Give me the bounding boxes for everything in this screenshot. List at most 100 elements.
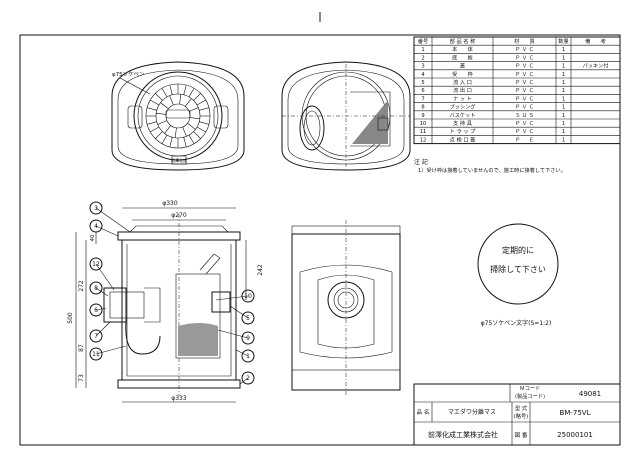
- table-cell: 8: [421, 105, 424, 111]
- dim-bottom: φ333: [171, 395, 187, 402]
- table-cell: Ｐ Ｖ Ｃ: [515, 80, 534, 86]
- callout-number: 1: [246, 353, 250, 360]
- dim-top-outer: φ330: [162, 200, 178, 207]
- model-value: BM-75VL: [560, 409, 591, 417]
- table-cell: 4: [421, 72, 425, 78]
- table-cell: Ｐ Ｖ Ｃ: [515, 88, 534, 94]
- model-label-2: (略号): [514, 412, 528, 420]
- top-view-cover: [133, 71, 223, 161]
- dim-total: 500: [67, 312, 74, 324]
- company-name: 前澤化成工業株式会社: [428, 430, 498, 439]
- trap-outline: [299, 105, 325, 151]
- callout-circle: [89, 347, 103, 361]
- table-header-cell: 部 品 名 称: [450, 37, 476, 45]
- title-block: Ｍコード (製品コード) 49081 品 名 マエダワ分離マス 型 式 (略号)…: [413, 383, 621, 446]
- table-cell: 1: [562, 80, 565, 86]
- callout-number: 8: [94, 285, 98, 292]
- table-cell: ナ ッ ト: [453, 95, 472, 102]
- callout-number: 2: [246, 375, 250, 382]
- table-cell: Ｐ Ｖ Ｃ: [515, 64, 534, 70]
- top-view-body: [111, 61, 245, 171]
- table-cell: Ｐ Ｅ: [515, 137, 534, 143]
- section-basket: [175, 273, 221, 359]
- table-cell: 点 検 口 蓋: [450, 135, 476, 143]
- mcode-label-1: Ｍコード: [520, 385, 541, 392]
- table-cell: 1: [562, 121, 565, 127]
- table-cell: 5: [421, 80, 424, 86]
- table-cell: 1: [562, 96, 565, 102]
- table-cell: 12: [420, 137, 427, 143]
- top-view-without-cover: [281, 61, 411, 171]
- callout-number: 3: [94, 205, 98, 212]
- table-cell: 1: [562, 55, 565, 61]
- callout-circle: [89, 219, 103, 233]
- callout-circle: [89, 329, 103, 343]
- table-cell: 6: [421, 88, 424, 94]
- callout-number: 10: [244, 293, 252, 300]
- inspection-line-2: 掃除して下さい: [490, 264, 546, 274]
- callout-circle: [241, 289, 255, 303]
- outlet-pipe: [211, 291, 231, 313]
- inspection-label: 定期的に 掃除して下さい φ75ソケベン文字(S=1:2): [477, 223, 559, 327]
- inspection-caption: φ75ソケベン文字(S=1:2): [481, 319, 552, 327]
- table-cell: Ｐ Ｖ Ｃ: [515, 96, 534, 102]
- dim-73: 73: [78, 374, 85, 382]
- table-cell: 1: [421, 47, 424, 53]
- table-header-cell: 備 考: [585, 37, 606, 45]
- model-label-1: 型 式: [515, 404, 528, 412]
- dim-top-inner: φ270: [171, 212, 187, 219]
- table-cell: ト ラ ッ プ: [450, 128, 477, 135]
- name-value: マエダワ分離マス: [448, 408, 496, 416]
- section-view: φ330 φ270 φ333 500 272 87 73 40 242 1234…: [67, 200, 264, 403]
- cap-label: φ75ソケベン: [112, 71, 145, 78]
- callout-circle: [89, 303, 103, 317]
- table-cell: Ｐ Ｖ Ｃ: [515, 72, 534, 78]
- cover-pattern: [146, 84, 210, 148]
- mcode-value: 49081: [579, 390, 601, 398]
- name-label: 品 名: [417, 408, 430, 416]
- table-cell: 流 出 口: [453, 86, 472, 94]
- table-cell: 2: [421, 55, 424, 61]
- open-body: [281, 61, 411, 171]
- table-cell: Ｐ Ｖ Ｃ: [515, 55, 534, 61]
- table-cell: 1: [562, 64, 565, 70]
- table-cell: 底 板: [452, 53, 474, 61]
- table-cell: Ｐ Ｖ Ｃ: [515, 105, 534, 111]
- table-cell: 9: [421, 113, 424, 119]
- callout-number: 11: [92, 351, 100, 358]
- table-cell: 7: [421, 96, 424, 102]
- table-cell: 11: [420, 129, 427, 135]
- table-cell: Ｓ Ｕ Ｓ: [515, 113, 534, 119]
- table-header-cell: 番号: [418, 38, 428, 45]
- table-cell: 10: [420, 121, 427, 127]
- front-view: [291, 220, 401, 396]
- table-cell: 1: [562, 88, 565, 94]
- callout-circle: [241, 311, 255, 325]
- callout-number: 5: [246, 315, 250, 322]
- front-outlet-ring: [327, 281, 365, 319]
- table-cell: Ｐ Ｖ Ｃ: [515, 121, 534, 127]
- callout-number: 9: [246, 335, 250, 342]
- callout-circle: [89, 281, 103, 295]
- table-cell: Ｐ Ｖ Ｃ: [515, 47, 534, 53]
- table-cell: 1: [562, 72, 565, 78]
- callout-circle: [89, 257, 103, 271]
- basket-outline: [350, 91, 391, 147]
- table-cell: ブッシング: [450, 103, 476, 111]
- table-cell: 本 体: [452, 45, 474, 53]
- drawing-no-label: 図 番: [515, 432, 528, 439]
- table-cell: 受 枠: [452, 70, 473, 78]
- inspection-circle: [477, 223, 559, 305]
- dim-40: 40: [90, 234, 96, 241]
- cover-mark-label: 前澤化成: [171, 157, 187, 163]
- callout-number: 12: [92, 261, 100, 268]
- table-cell: 1: [562, 105, 565, 111]
- sheet-border: [19, 34, 621, 446]
- top-view: 前澤化成 φ75ソケベン: [111, 61, 245, 171]
- table-cell: Ｐ Ｖ Ｃ: [515, 129, 534, 135]
- table-cell: パッキン付: [583, 62, 609, 70]
- table-header-cell: 材 質: [514, 37, 535, 45]
- table-cell: バスケット: [450, 112, 476, 119]
- table-cell: 1: [562, 137, 565, 143]
